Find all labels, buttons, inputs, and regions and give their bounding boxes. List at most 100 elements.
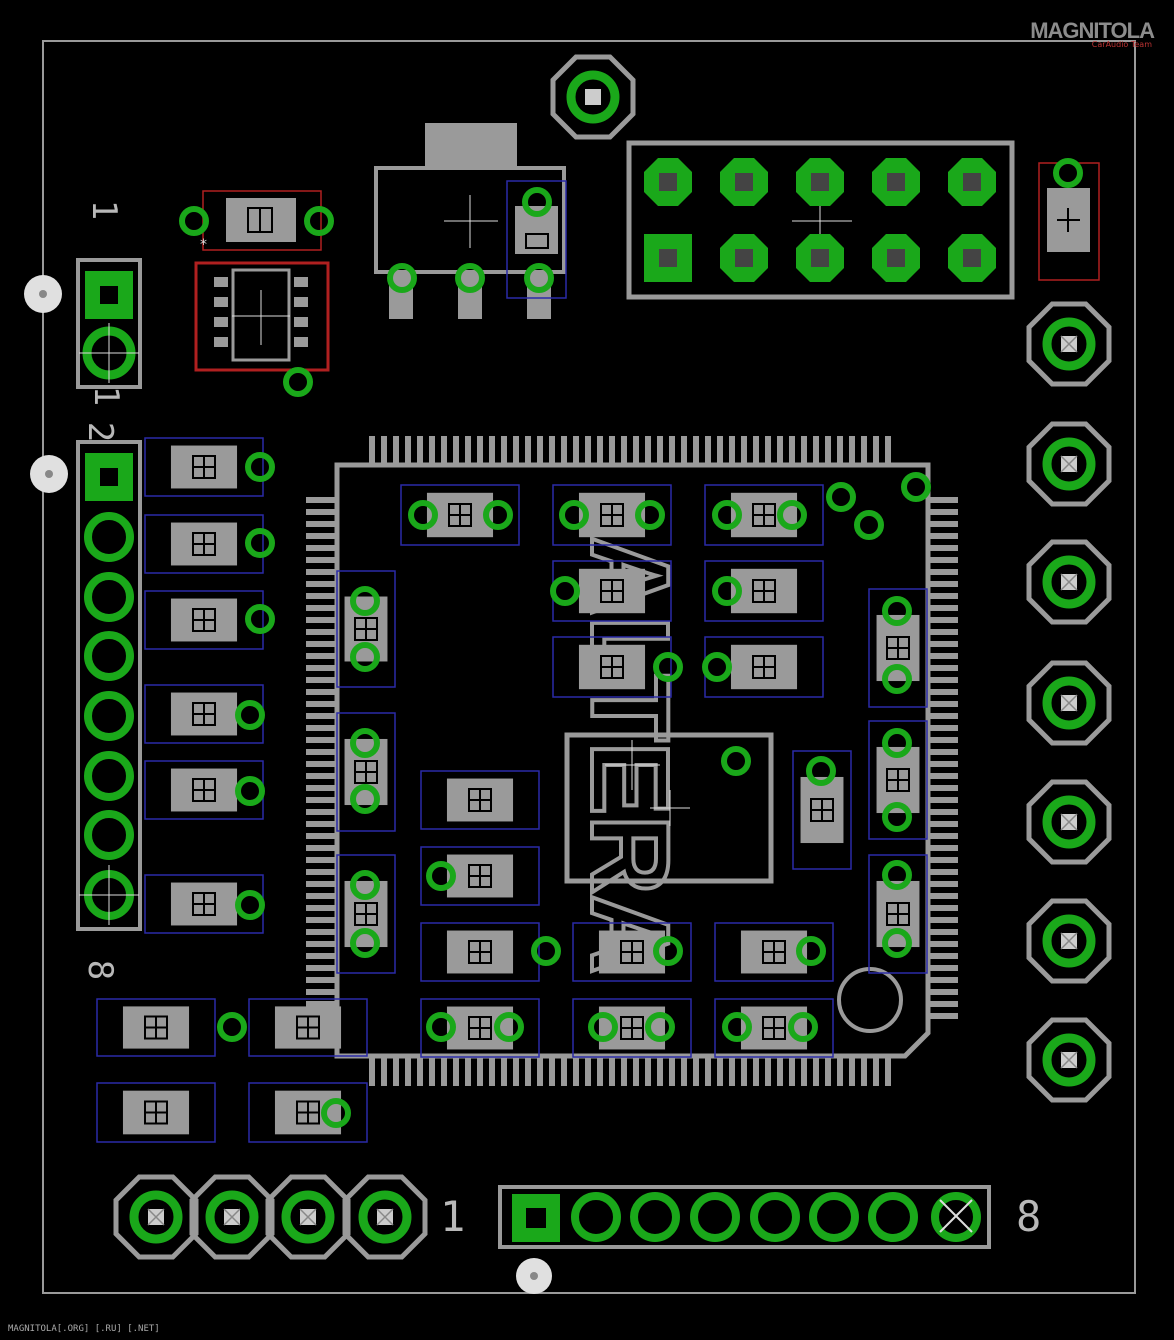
qfp-pin xyxy=(930,917,958,923)
bottom-header-pad xyxy=(630,1192,680,1242)
decoupling-cap xyxy=(714,922,834,982)
qfp-pin xyxy=(930,653,958,659)
footer-text: MAGNITOLA[.ORG] [.RU] [.NET] xyxy=(8,1324,160,1334)
qfp-pin xyxy=(693,1058,699,1086)
qfp-pin xyxy=(306,593,336,599)
j2-pad xyxy=(84,751,134,801)
left-resistor xyxy=(144,874,265,934)
mount-hole xyxy=(30,455,68,493)
bottom-header-pad xyxy=(571,1192,621,1242)
decoupling-cap xyxy=(336,712,396,832)
via xyxy=(350,586,380,616)
qfp-pin xyxy=(306,653,336,659)
via xyxy=(350,928,380,958)
qfp-pin xyxy=(765,1058,771,1086)
qfp-pin xyxy=(930,773,958,779)
bottom-left-resistor xyxy=(248,1082,368,1143)
qfp-pin xyxy=(573,436,579,464)
right-connector-pad xyxy=(1026,660,1112,746)
bottom-header xyxy=(498,1185,991,1249)
via xyxy=(350,784,380,814)
qfp-pin xyxy=(369,1058,375,1086)
qfp-pin xyxy=(549,1058,555,1086)
bottom-connector-pad xyxy=(265,1174,351,1260)
right-connector-pad xyxy=(1026,539,1112,625)
qfp-pin xyxy=(753,436,759,464)
qfp-pin xyxy=(930,569,958,575)
qfp-pin xyxy=(717,1058,723,1086)
qfp-pin xyxy=(306,497,336,503)
qfp-pin xyxy=(930,581,958,587)
qfp-pin xyxy=(645,436,651,464)
qfp-pin xyxy=(306,605,336,611)
via xyxy=(531,936,561,966)
bottom-left-resistor xyxy=(96,998,247,1057)
qfp-pin xyxy=(873,436,879,464)
qfp-pin xyxy=(705,1058,711,1086)
qfp-pin xyxy=(930,821,958,827)
qfp-pin xyxy=(393,1058,399,1086)
bottom-left-resistor xyxy=(248,998,368,1057)
decoupling-cap xyxy=(420,922,561,982)
via xyxy=(882,802,912,832)
qfp-pin xyxy=(489,436,495,464)
qfp-pin xyxy=(861,436,867,464)
qfp-pin xyxy=(417,1058,423,1086)
qfp-pin xyxy=(306,713,336,719)
right-connector-pad xyxy=(1026,1017,1112,1103)
qfp-pin xyxy=(306,677,336,683)
qfp-pin xyxy=(573,1058,579,1086)
qfp-pin xyxy=(930,689,958,695)
via xyxy=(426,861,456,891)
bottom-header-pad xyxy=(868,1192,918,1242)
qfp-pin xyxy=(609,436,615,464)
decoupling-cap xyxy=(420,846,540,906)
qfp-pin xyxy=(306,821,336,827)
j2-pad xyxy=(84,691,134,741)
right-connector-pad xyxy=(1026,301,1112,387)
via xyxy=(722,1012,752,1042)
qfp-pin xyxy=(930,701,958,707)
fpga-inner-box xyxy=(564,732,774,884)
qfp-pin xyxy=(306,749,336,755)
qfp-pin xyxy=(429,436,435,464)
right-connector-pad xyxy=(1026,898,1112,984)
qfp-pin xyxy=(306,845,336,851)
qfp-pin xyxy=(549,436,555,464)
qfp-pin xyxy=(657,1058,663,1086)
qfp-pin xyxy=(585,1058,591,1086)
qfp-pin xyxy=(930,1013,958,1019)
qfp-pin xyxy=(489,1058,495,1086)
qfp-pin xyxy=(306,545,336,551)
jtag-pad xyxy=(796,158,844,206)
left-resistor xyxy=(144,684,265,744)
qfp-pin xyxy=(789,1058,795,1086)
decoupling-cap xyxy=(572,998,692,1058)
right-connector-pad xyxy=(1026,779,1112,865)
qfp-pin xyxy=(633,1058,639,1086)
qfp-pin xyxy=(930,761,958,767)
qfp-pin xyxy=(930,785,958,791)
via xyxy=(350,642,380,672)
qfp-pin xyxy=(381,436,387,464)
qfp-pin xyxy=(930,509,958,515)
qfp-pin xyxy=(306,929,336,935)
soic8-chip xyxy=(194,261,330,397)
qfp-pin xyxy=(777,1058,783,1086)
bottom-header-pad xyxy=(750,1192,800,1242)
via xyxy=(777,500,807,530)
qfp-pin xyxy=(930,1001,958,1007)
qfp-pin xyxy=(306,665,336,671)
via xyxy=(245,604,275,634)
watermark-title: MAGNITOLA xyxy=(1030,18,1155,43)
qfp-pin xyxy=(597,1058,603,1086)
qfp-pin xyxy=(417,436,423,464)
qfp-pin xyxy=(717,436,723,464)
via xyxy=(882,928,912,958)
mount-hole xyxy=(24,275,62,313)
qfp-pin xyxy=(930,809,958,815)
qfp-pin xyxy=(930,629,958,635)
qfp-pin xyxy=(306,509,336,515)
qfp-pin xyxy=(513,1058,519,1086)
